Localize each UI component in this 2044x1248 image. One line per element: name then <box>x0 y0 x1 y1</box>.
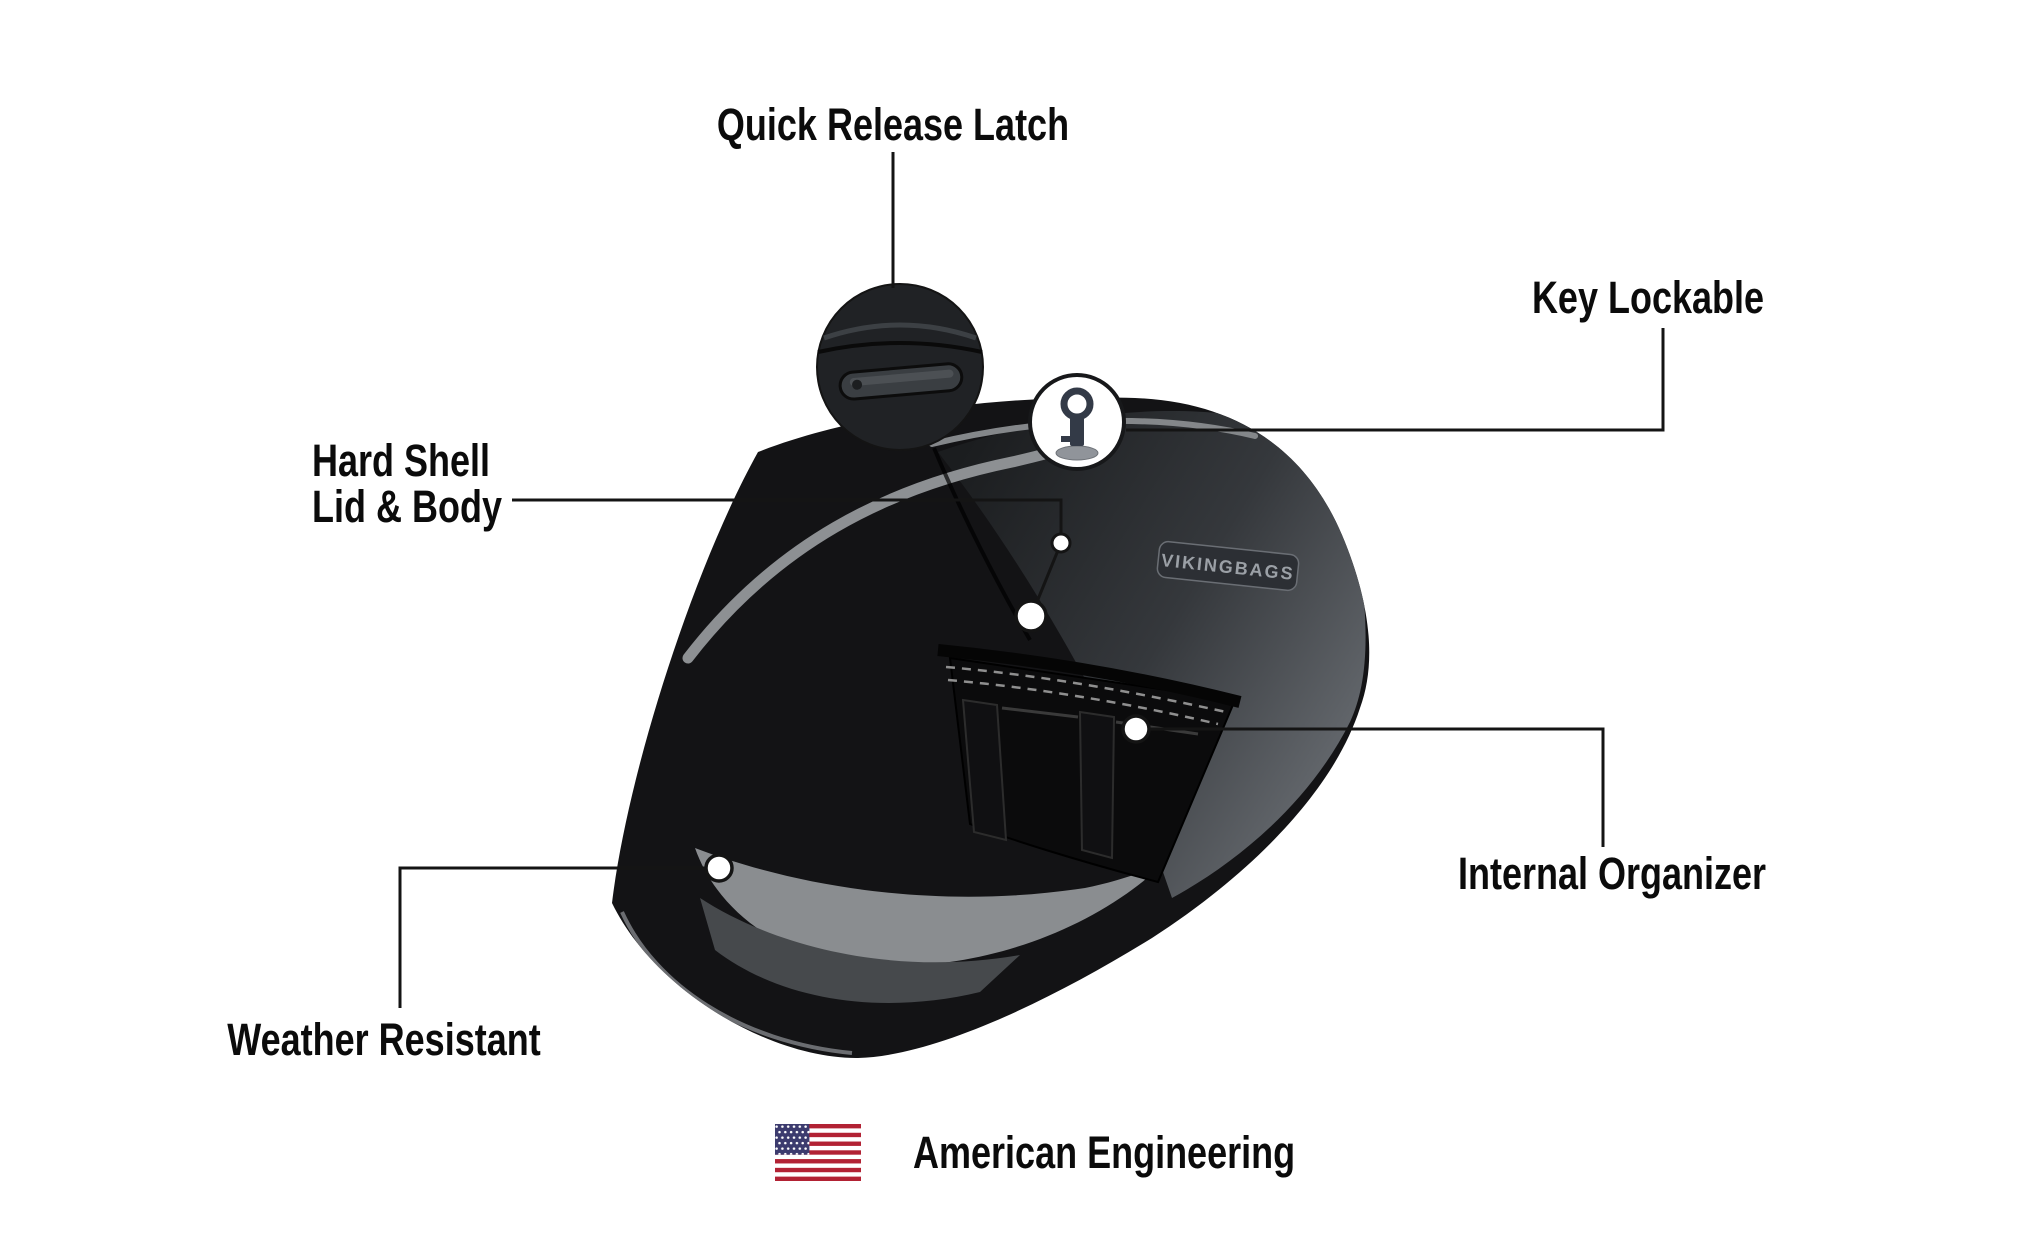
line-internal-organizer <box>1150 727 1605 847</box>
organizer-strap-left <box>961 698 1008 842</box>
bag-interior-lining <box>695 848 1165 966</box>
line-key-lockable <box>1126 328 1665 432</box>
brand-badge-plate <box>1156 540 1300 592</box>
organizer-stitching-row2 <box>947 678 1219 726</box>
callout-markers <box>704 532 1151 883</box>
line-hard-shell <box>512 498 1063 615</box>
saddlebag-illustration: VIKINGBAGS <box>612 397 1370 1059</box>
organizer-pocket-edge-left <box>1001 706 1079 719</box>
accent-swoosh <box>682 441 1074 664</box>
lock-grommet <box>1055 445 1099 461</box>
marker-internal-organizer <box>1121 714 1151 744</box>
label-internal-organizer: Internal Organizer <box>1457 848 1767 899</box>
marker-weather-resistant <box>704 853 734 883</box>
line-weather-resistant <box>398 866 705 1008</box>
key-in-lock-icon <box>1028 373 1126 471</box>
label-key-lockable: Key Lockable <box>1531 272 1765 323</box>
bag-right-face <box>938 411 1366 898</box>
marker-hard-shell-lid <box>1050 532 1072 554</box>
key-glyph <box>1060 387 1094 446</box>
quick-release-latch-closeup-icon <box>816 283 984 451</box>
organizer-rim <box>937 644 1242 708</box>
label-quick-release-latch: Quick Release Latch <box>716 99 1070 150</box>
brand-badge: VIKINGBAGS <box>1156 540 1300 592</box>
label-american-engineering: American Engineering <box>913 1126 1296 1178</box>
marker-hard-shell-body <box>1014 599 1048 633</box>
footer-american-engineering: American Engineering <box>775 1124 1391 1181</box>
organizer-strap-right <box>1078 710 1116 860</box>
label-hard-shell-line2: Lid & Body <box>312 481 502 532</box>
organizer-stitching-row1 <box>945 665 1227 714</box>
label-hard-shell-lid-body: Hard Shell Lid & Body <box>312 438 502 530</box>
latch-lever <box>838 362 964 401</box>
bag-interior-shadow <box>700 898 1020 1003</box>
label-weather-resistant: Weather Resistant <box>227 1014 541 1065</box>
callout-lines <box>398 152 1665 1008</box>
us-flag-icon <box>775 1124 861 1181</box>
latch-inset-lid-highlight <box>823 322 977 341</box>
latch-inset-seam <box>817 341 983 354</box>
bag-bottom-rim-highlight <box>620 911 853 1055</box>
label-hard-shell-line1: Hard Shell <box>312 435 491 486</box>
